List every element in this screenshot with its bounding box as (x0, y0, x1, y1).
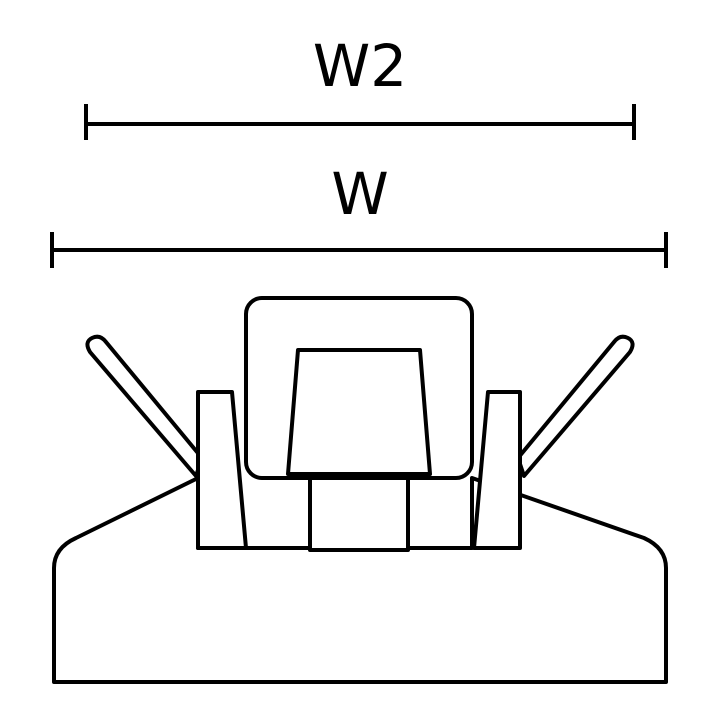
dimension-w-label: W (331, 160, 388, 228)
right-post (472, 390, 522, 550)
mount-outline (52, 296, 668, 684)
left-post (196, 390, 248, 550)
center-stem (308, 472, 410, 552)
tie-slot (286, 348, 432, 476)
dimension-w: W (50, 160, 668, 268)
dimension-w2: W2 (84, 32, 636, 140)
left-wing (85, 334, 204, 478)
right-wing (516, 334, 635, 478)
dimension-w2-label: W2 (313, 32, 407, 100)
